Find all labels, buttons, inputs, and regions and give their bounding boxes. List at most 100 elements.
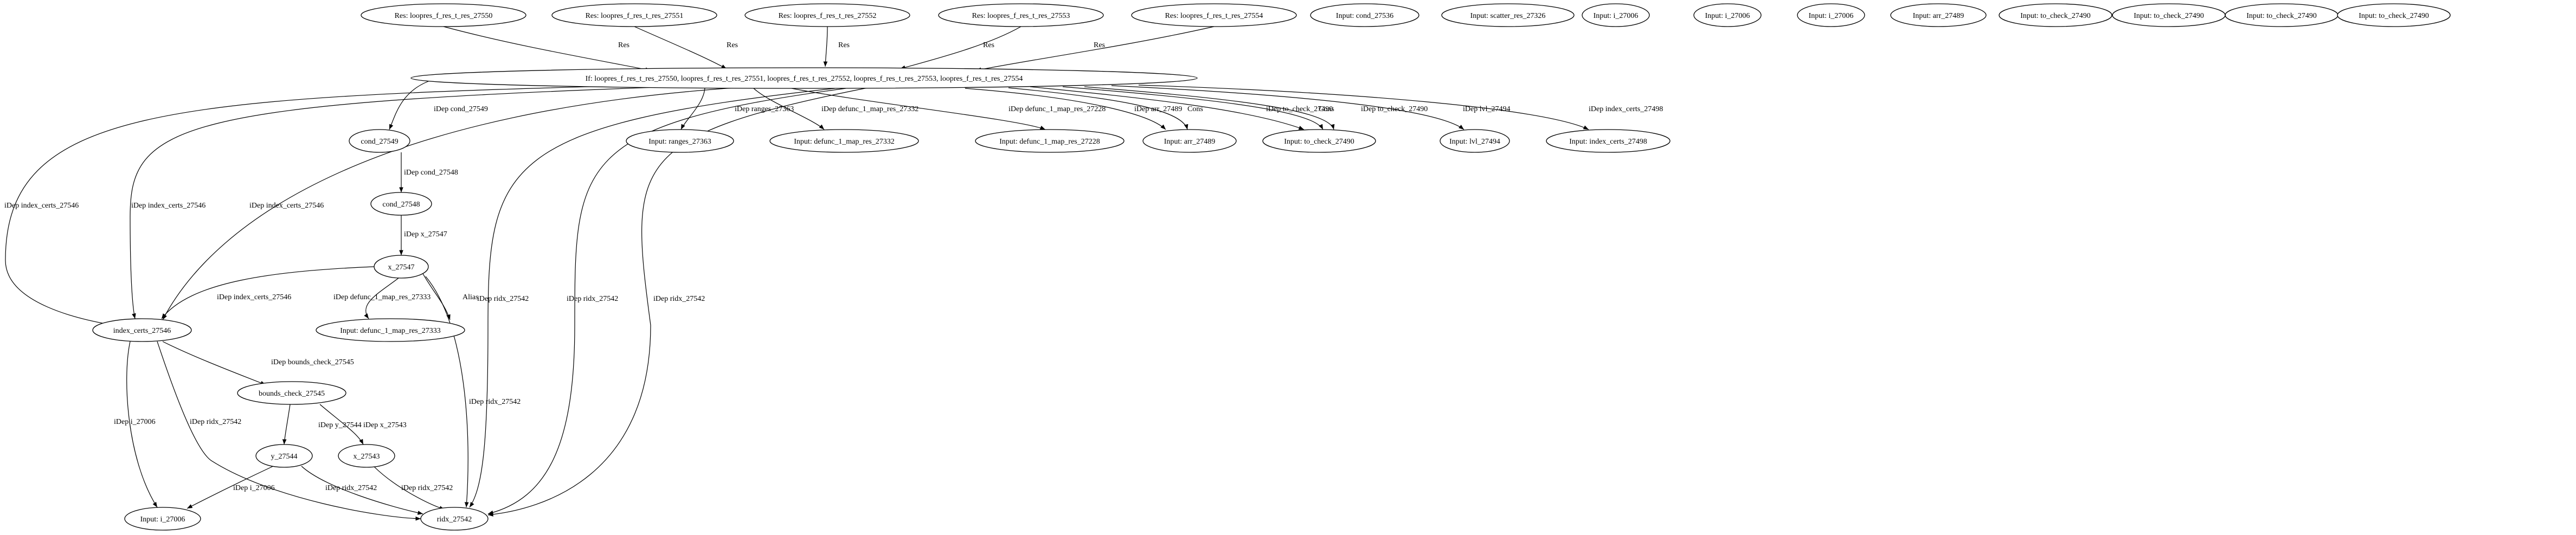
edge-label: iDep index_certs_27546 xyxy=(217,293,291,301)
graph-node: Input: index_certs_27498 xyxy=(1546,129,1671,153)
node-ellipse xyxy=(1582,3,1650,27)
edge: Cons xyxy=(1062,86,1334,130)
node-label: Res: loopres_f_res_t_res_27551 xyxy=(586,12,684,20)
node-label: y_27544 xyxy=(271,453,298,461)
edge-label: iDep x_27543 xyxy=(363,421,407,429)
edge-arrow xyxy=(975,26,1215,72)
edge: iDep ridx_27542 xyxy=(487,88,846,515)
edge-label: iDep i_27006 xyxy=(233,484,275,492)
edge-label: iDep ridx_27542 xyxy=(653,295,705,303)
edge-label: iDep y_27544 xyxy=(318,421,362,429)
node-ellipse xyxy=(370,192,432,216)
edge: iDep ridx_27542 xyxy=(469,88,836,508)
node-label: cond_27549 xyxy=(361,138,398,146)
edge-arrow xyxy=(425,276,469,508)
edge-arrow xyxy=(443,26,651,72)
node-label: Input: defunc_1_map_res_27333 xyxy=(340,327,440,335)
node-ellipse xyxy=(349,129,410,153)
edge: iDep bounds_check_27545 xyxy=(162,341,354,385)
node-ellipse xyxy=(1262,129,1376,153)
edge: iDep i_27006 xyxy=(114,341,158,508)
edge-arrow xyxy=(791,88,1046,130)
graph-node: Res: loopres_f_res_t_res_27553 xyxy=(938,3,1104,27)
node-label: Input: arr_27489 xyxy=(1164,138,1215,146)
graph-node: Res: loopres_f_res_t_res_27551 xyxy=(551,3,717,27)
edge-arrow xyxy=(162,341,266,385)
edge-arrow xyxy=(161,266,375,319)
node-ellipse xyxy=(338,444,395,468)
edge-arrow xyxy=(1062,86,1324,130)
node-label: Input: to_check_27490 xyxy=(2134,12,2204,20)
edge: iDep x_27543 xyxy=(319,404,407,445)
graph-node: Input: i_27006 xyxy=(1797,3,1865,27)
edge-label: Cons xyxy=(1187,105,1203,113)
edge-label: iDep index_certs_27546 xyxy=(131,202,205,210)
edge-arrow xyxy=(389,81,429,130)
edge: iDep index_certs_27546 xyxy=(161,266,375,319)
edge: Alias xyxy=(422,273,479,320)
edge-arrow xyxy=(187,466,274,509)
edge-arrow xyxy=(1138,85,1589,130)
node-label: Res: loopres_f_res_t_res_27550 xyxy=(395,12,493,20)
edge-arrow xyxy=(753,88,825,130)
node-label: Input: i_27006 xyxy=(1594,12,1639,20)
edge-label: iDep to_check_27490 xyxy=(1266,105,1333,113)
edge: iDep index_certs_27546 xyxy=(4,85,651,327)
edge: Res xyxy=(443,26,651,72)
node-label: index_certs_27546 xyxy=(113,327,171,335)
node-label: Input: to_check_27490 xyxy=(1284,138,1354,146)
edge-label: iDep x_27547 xyxy=(404,230,447,239)
edge-label: Res xyxy=(838,41,850,49)
node-label: Input: i_27006 xyxy=(1705,12,1750,20)
edge: iDep ridx_27542 xyxy=(425,276,521,508)
graph-node: Input: to_check_27490 xyxy=(1999,3,2112,27)
edge-arrow xyxy=(157,341,421,521)
graph-node: Input: to_check_27490 xyxy=(2225,3,2339,27)
node-label: If: loopres_f_res_t_res_27550, loopres_f… xyxy=(586,75,1023,83)
edge-label: iDep index_certs_27498 xyxy=(1589,105,1663,113)
edge-label: Res xyxy=(1094,41,1105,49)
edge-label: iDep ridx_27542 xyxy=(469,398,521,406)
graph-node: Input: ranges_27363 xyxy=(626,129,734,153)
graph-node: index_certs_27546 xyxy=(92,318,192,342)
graph-node: Input: i_27006 xyxy=(124,507,201,531)
edge: iDep index_certs_27498 xyxy=(1138,85,1663,130)
edge-label: iDep ridx_27542 xyxy=(325,484,377,492)
edge: iDep defunc_1_map_res_27333 xyxy=(333,278,431,319)
edge-label: iDep defunc_1_map_res_27333 xyxy=(333,293,431,301)
edge-arrow xyxy=(823,26,828,67)
graph-node: Input: cond_27536 xyxy=(1310,3,1419,27)
node-ellipse xyxy=(124,507,201,531)
edge-label: iDep ranges_27363 xyxy=(735,105,794,113)
graph-node: Res: loopres_f_res_t_res_27552 xyxy=(744,3,910,27)
node-label: bounds_check_27545 xyxy=(259,390,325,398)
edge: iDep index_certs_27546 xyxy=(130,85,705,319)
edge: iDep ridx_27542 xyxy=(157,341,421,521)
node-label: Input: cond_27536 xyxy=(1336,12,1393,20)
node-ellipse xyxy=(1440,129,1510,153)
node-label: cond_27548 xyxy=(382,201,420,209)
graph-node: bounds_check_27545 xyxy=(237,381,346,405)
edge-label: iDep ridx_27542 xyxy=(190,418,241,426)
edge-label: Res xyxy=(727,41,738,49)
edge-label: iDep ridx_27542 xyxy=(477,295,529,303)
graph-node: Input: arr_27489 xyxy=(1142,129,1237,153)
edge: Res xyxy=(900,26,1022,70)
node-ellipse xyxy=(1890,3,1987,27)
edge: iDep index_certs_27546 xyxy=(162,86,760,320)
edge-arrow xyxy=(1008,87,1189,130)
node-ellipse xyxy=(2337,3,2451,27)
node-ellipse xyxy=(1546,129,1671,153)
graph-node: x_27543 xyxy=(338,444,395,468)
node-ellipse xyxy=(1142,129,1237,153)
edge-arrow xyxy=(422,273,451,320)
node-ellipse xyxy=(237,381,346,405)
edge-arrow xyxy=(965,88,1166,130)
node-label: Input: lvl_27494 xyxy=(1449,138,1500,146)
node-ellipse xyxy=(975,129,1125,153)
node-label: x_27547 xyxy=(388,263,415,272)
edge-label: iDep defunc_1_map_res_27228 xyxy=(1008,105,1106,113)
edge-label: iDep cond_27549 xyxy=(434,105,488,113)
node-label: Res: loopres_f_res_t_res_27553 xyxy=(972,12,1070,20)
node-ellipse xyxy=(1441,3,1575,27)
